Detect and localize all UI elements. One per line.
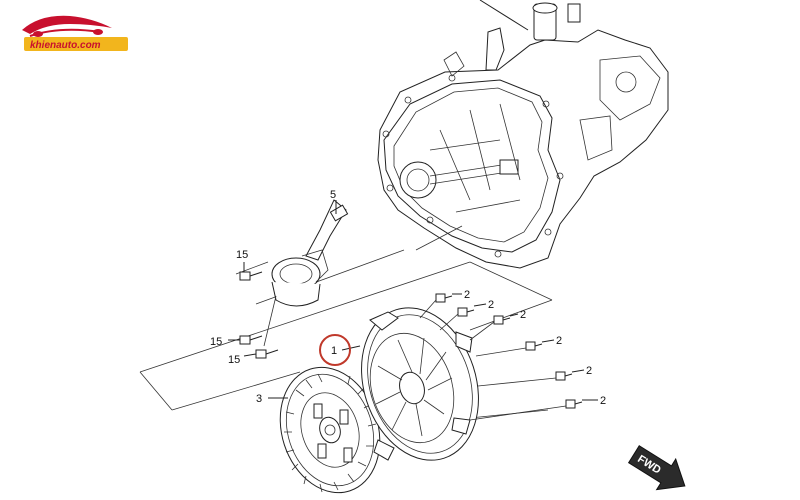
bolt-15-low: [255, 349, 279, 359]
leader-lines: [228, 200, 598, 401]
callout-bolt-2-f: 2: [600, 395, 606, 407]
callout-bolt-2-c: 2: [520, 309, 526, 321]
callout-bolt-2-a: 2: [464, 289, 470, 301]
clutch-disc: [279, 366, 381, 494]
bolt-2-e: [555, 371, 573, 381]
transmission-housing: [377, 0, 669, 269]
bolt-2-b: [457, 307, 475, 317]
bolt-15-top: [239, 271, 263, 281]
brand-logo: khienauto.com: [22, 15, 128, 51]
pressure-plate: [361, 307, 479, 461]
callout-pressure-plate: 1: [331, 345, 337, 357]
callout-bolt-15-top: 15: [236, 249, 248, 261]
bolt-15-mid: [239, 335, 263, 345]
bolt-2-a: [435, 293, 453, 303]
bolt-2-c: [493, 315, 511, 325]
callout-hose: 5: [330, 189, 336, 201]
callout-disc: 3: [256, 393, 262, 405]
callout-bolt-2-b: 2: [488, 299, 494, 311]
callout-bolt-15-low: 15: [228, 354, 240, 366]
bolt-2-d: [525, 341, 543, 351]
callout-bolt-2-e: 2: [586, 365, 592, 377]
fwd-arrow-icon: FWD: [627, 445, 686, 491]
highlight-circle: [319, 334, 351, 366]
bolt-2-f: [565, 399, 583, 409]
release-bearing-assembly: [235, 199, 349, 347]
logo-text: khienauto.com: [30, 40, 101, 51]
pressure-plate-bolts: [419, 293, 583, 421]
callout-bolt-2-d: 2: [556, 335, 562, 347]
callout-bolt-15-mid: 15: [210, 336, 222, 348]
